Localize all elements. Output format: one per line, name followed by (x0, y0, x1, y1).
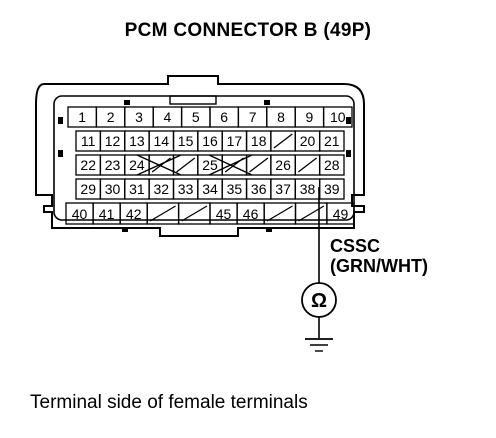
connector-key-right-top (346, 117, 351, 124)
terminal-label: 25 (202, 157, 218, 173)
terminal-label: 31 (129, 181, 145, 197)
terminal-label: 10 (330, 109, 346, 125)
terminal-label: 18 (251, 133, 267, 149)
connector-key-top-right (264, 100, 270, 105)
terminal-label: 32 (154, 181, 170, 197)
unused-cavity-mark (249, 157, 269, 173)
terminal-label: 13 (129, 133, 145, 149)
terminal-49 (326, 202, 355, 225)
terminal-21 (318, 130, 345, 152)
unused-cavity-mark (181, 205, 208, 222)
terminal-label: 37 (275, 181, 291, 197)
terminal-label: 49 (333, 206, 349, 222)
connector-key-bottom-left (122, 227, 128, 232)
connector-key-bottom-right (266, 227, 272, 232)
terminal-label: 15 (178, 133, 194, 149)
terminal-label: 7 (249, 109, 257, 125)
unused-cavity-mark (298, 205, 325, 222)
diagram-caption: Terminal side of female terminals (30, 392, 308, 413)
terminal-label: 16 (202, 133, 218, 149)
connector-key-left-bottom (58, 150, 63, 157)
terminal-label: 26 (275, 157, 291, 173)
unused-cavity-mark (273, 133, 293, 149)
terminal-label: 11 (81, 133, 96, 149)
terminal-label: 39 (324, 181, 340, 197)
terminal-label: 28 (324, 157, 340, 173)
unused-cavity-mark (176, 157, 196, 173)
unused-cavity-mark (297, 157, 317, 173)
unused-cavity-mark (149, 205, 176, 222)
signal-name-label: CSSC (330, 236, 381, 256)
terminal-label: 45 (216, 206, 232, 222)
ohm-glyph: Ω (311, 290, 327, 312)
connector-key-top-left (124, 100, 130, 105)
terminal-label: 46 (243, 206, 259, 222)
terminal-label: 41 (99, 206, 115, 222)
terminal-label: 30 (105, 181, 121, 197)
terminal-label: 36 (251, 181, 267, 197)
terminal-label: 4 (164, 109, 172, 125)
wire-color-label: (GRN/WHT) (330, 256, 428, 276)
connector-housing-outer (35, 75, 365, 237)
terminal-label: 20 (300, 133, 316, 149)
terminal-label: 40 (72, 206, 88, 222)
terminal-label: 6 (220, 109, 228, 125)
terminal-label: 14 (154, 133, 170, 149)
unused-cavity-x (208, 154, 253, 176)
diagram-title: PCM CONNECTOR B (49P) (124, 20, 372, 41)
terminal-label: 1 (78, 109, 86, 125)
terminal-label: 9 (306, 109, 314, 125)
terminal-10 (322, 106, 353, 128)
terminal-label: 8 (277, 109, 285, 125)
terminal-label: 3 (135, 109, 143, 125)
unused-cavity-x (136, 154, 182, 176)
terminal-label: 5 (192, 109, 200, 125)
terminal-label: 23 (105, 157, 121, 173)
connector-key-left-top (58, 117, 63, 124)
connector-key-right-bottom (346, 150, 351, 157)
terminal-label: 42 (126, 206, 142, 222)
terminal-label: 24 (129, 157, 145, 173)
terminal-label: 33 (178, 181, 194, 197)
unused-cavity-mark (266, 205, 293, 222)
terminal-label: 29 (80, 181, 96, 197)
terminal-label: 2 (107, 109, 115, 125)
terminal-28 (318, 154, 345, 176)
terminal-label: 21 (324, 133, 340, 149)
unused-cavity-mark (151, 157, 171, 173)
terminal-label: 38 (300, 181, 316, 197)
terminal-label: 34 (202, 181, 218, 197)
terminal-label: 35 (227, 181, 243, 197)
connector-lock-tab (169, 95, 217, 105)
terminal-label: 12 (105, 133, 121, 149)
terminal-label: 22 (80, 157, 96, 173)
terminal-label: 17 (227, 133, 243, 149)
